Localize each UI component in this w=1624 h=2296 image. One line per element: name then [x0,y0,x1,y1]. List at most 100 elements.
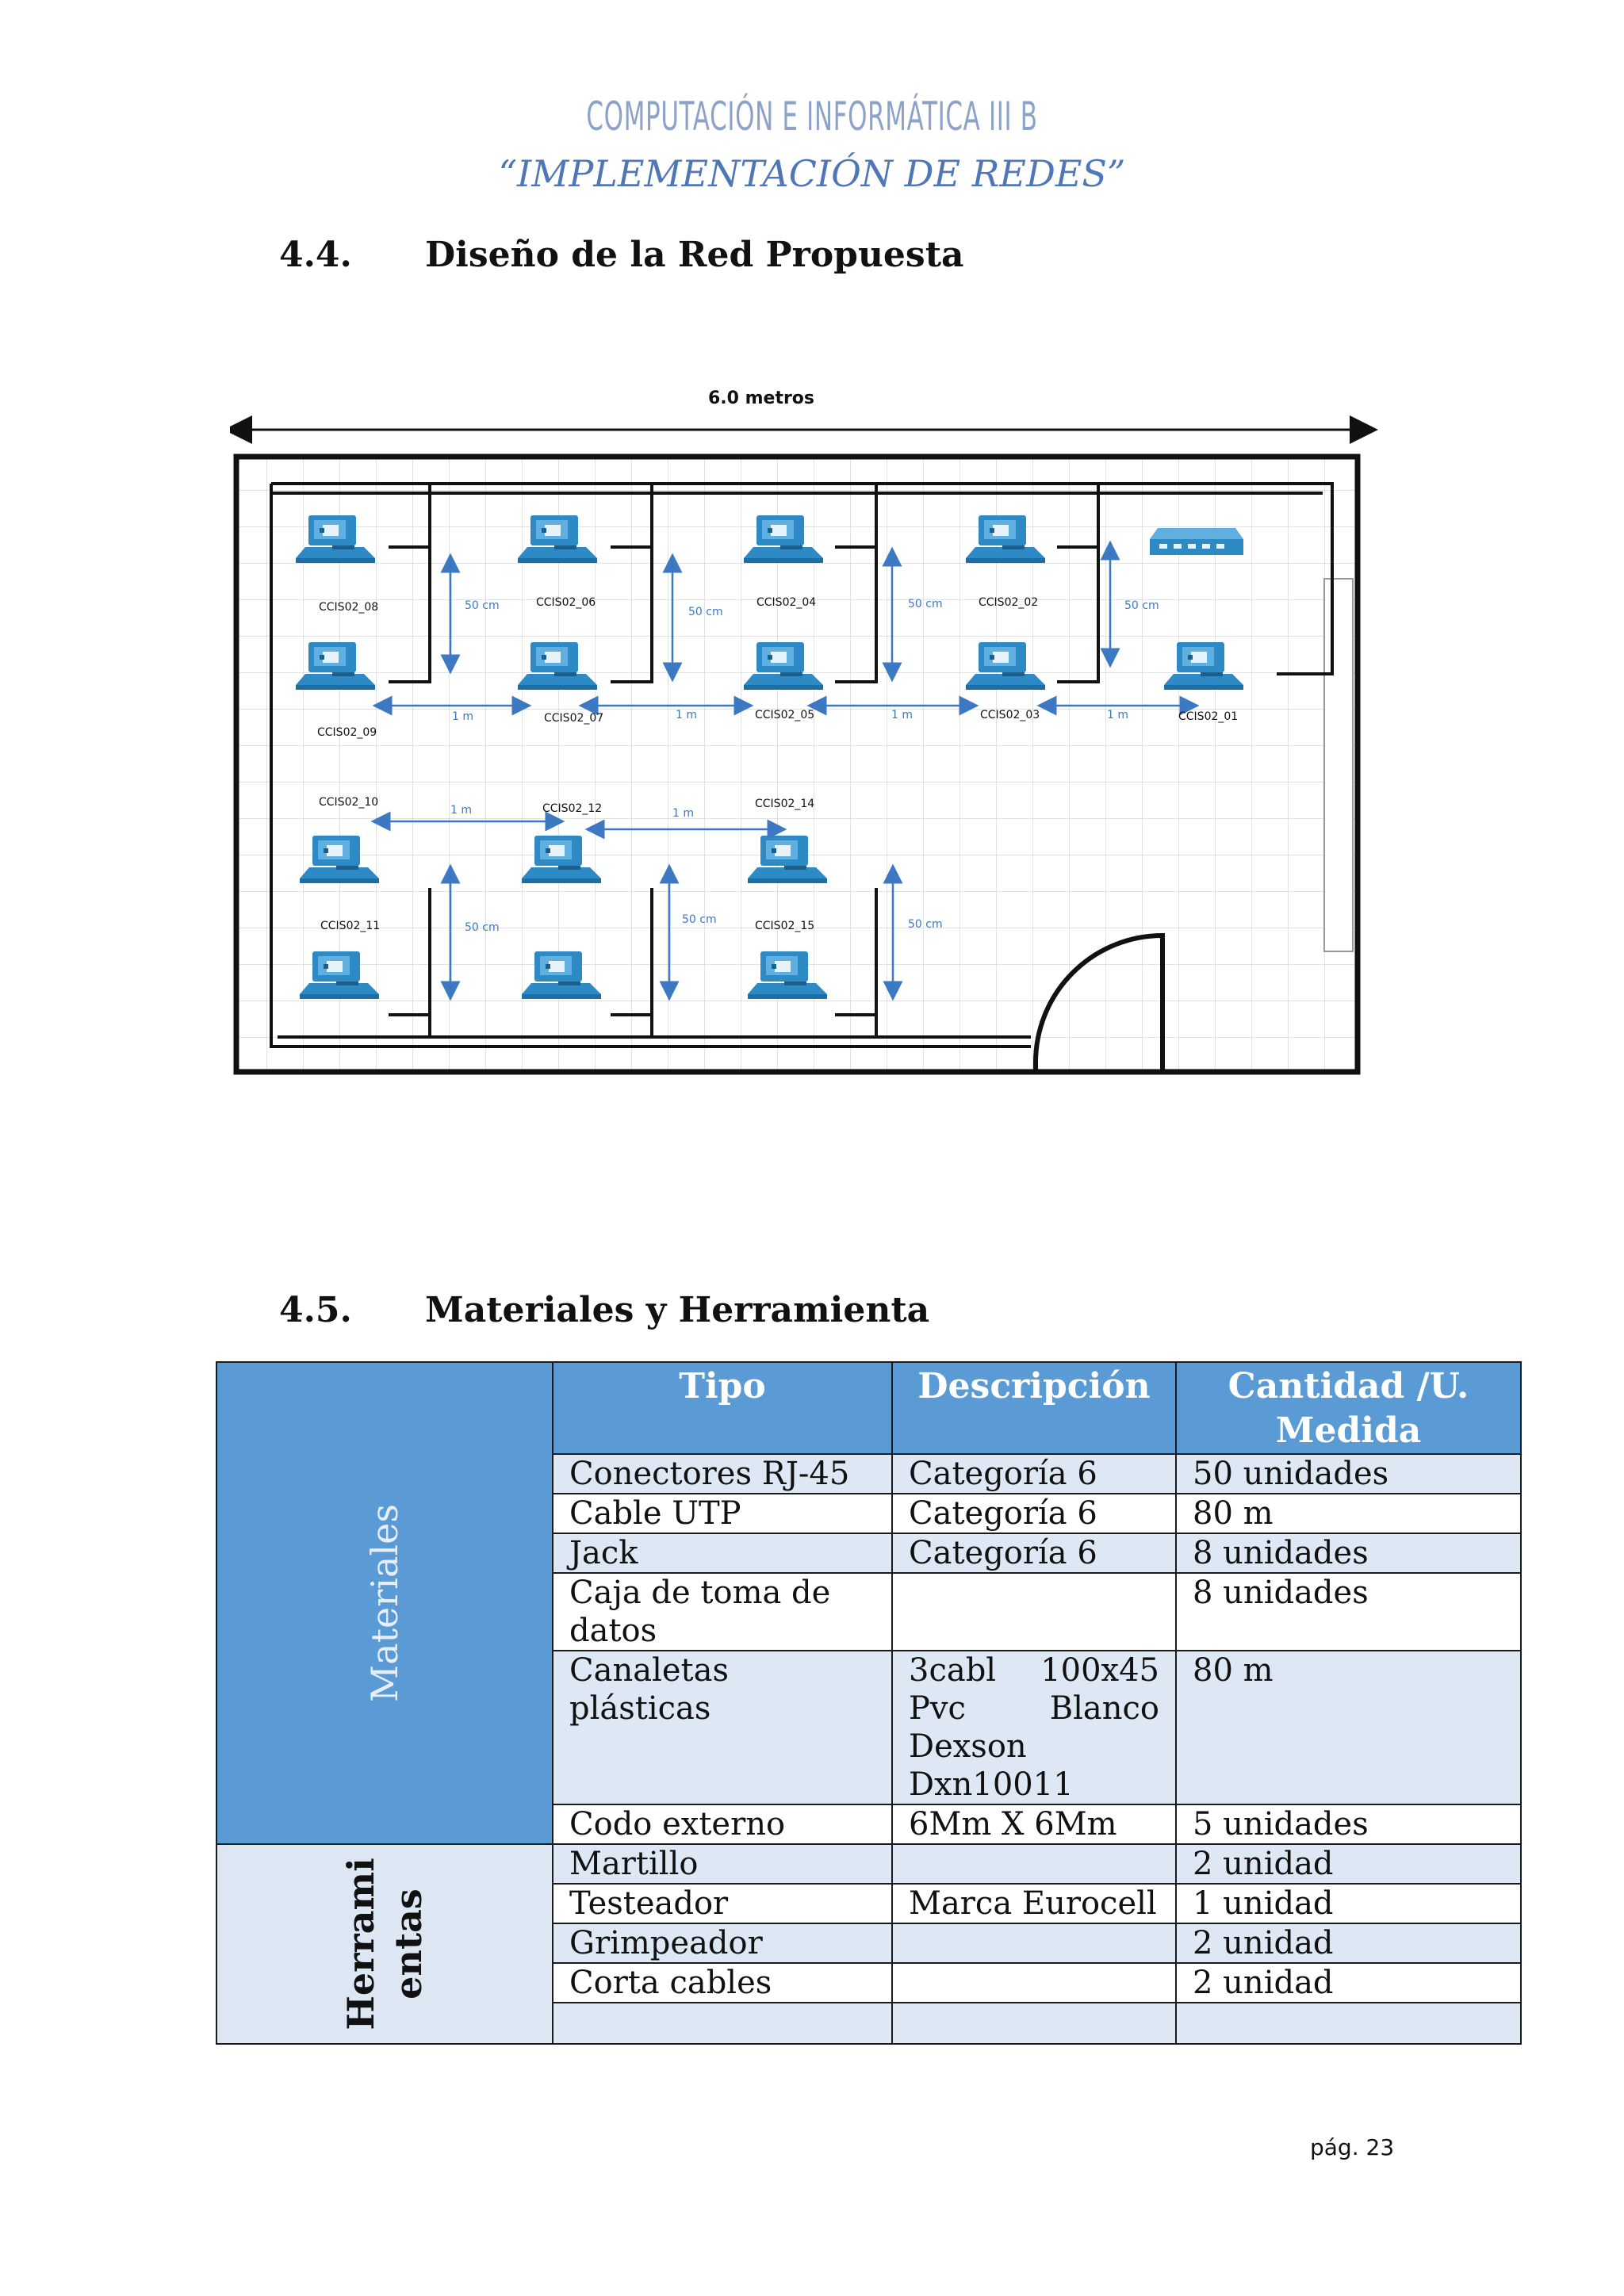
cell-tipo: Codo externo [552,1804,893,1845]
group-label-materiales: Materiales [363,1504,406,1702]
cell-descripcion: Categoría 6 [891,1533,1177,1574]
dim-label-1m: 1 m [450,804,472,817]
materials-table: Materiales Tipo Descripción Cantidad /U.… [216,1361,1522,2045]
cell-descripcion [891,1843,1177,1885]
table-row: Corta cables 2 unidad [216,1962,1522,2003]
cell-tipo: Canaletas plásticas [552,1650,893,1805]
cell-tipo: Testeador [552,1883,893,1924]
cell-descripcion [891,1962,1177,2003]
table-row: Cable UTP Categoría 6 80 m [216,1493,1522,1534]
table-row [216,2002,1522,2045]
group-cell-herramientas: Herrami entas [216,1843,553,2045]
section-title: Diseño de la Red Propuesta [425,235,964,275]
cell-tipo: Caja de toma de datos [552,1572,893,1651]
cell-descripcion [891,1923,1177,1964]
cell-cantidad: 2 unidad [1175,1923,1522,1964]
network-floor-plan: 6.0 metros [230,388,1378,1075]
cell-cantidad: 80 m [1175,1650,1522,1805]
cell-descripcion: Categoría 6 [891,1493,1177,1534]
column-header: Descripción [891,1361,1177,1455]
group-label-herramientas: Herrami entas [337,1858,432,2030]
page-number: pág. 23 [1310,2134,1395,2160]
cell-cantidad: 2 unidad [1175,1962,1522,2003]
section-title: Materiales y Herramienta [425,1290,930,1330]
pc-label: CCIS02_02 [979,596,1038,609]
document-header-course: COMPUTACIÓN E INFORMÁTICA III B [586,94,1038,140]
dimension-arrows [370,540,1200,1001]
dim-label-1m: 1 m [452,710,473,723]
section-heading-4-5: 4.5. Materiales y Herramienta [279,1290,929,1330]
group-label-line: Herrami [339,1858,382,2030]
pc-label: CCIS02_03 [980,709,1040,721]
cell-cantidad: 8 unidades [1175,1572,1522,1651]
room-walls [233,453,1361,1075]
pc-label: CCIS02_09 [317,726,377,739]
table-row: Jack Categoría 6 8 unidades [216,1533,1522,1574]
cell-cantidad: 2 unidad [1175,1843,1522,1885]
group-label-line: entas [387,1888,430,1999]
cell-cantidad: 50 unidades [1175,1453,1522,1494]
cell-descripcion: Marca Eurocell [891,1883,1177,1924]
table-row: Canaletas plásticas 3cabl 100x45 Pvc Bla… [216,1650,1522,1805]
dim-label-50cm: 50 cm [688,606,723,618]
switch-icon [1150,528,1243,555]
table-row: Codo externo 6Mm X 6Mm 5 unidades [216,1804,1522,1845]
cell-tipo: Martillo [552,1843,893,1885]
window [1323,578,1354,952]
cell-descripcion [891,2002,1177,2045]
dim-label-50cm: 50 cm [908,918,943,931]
table-row: Caja de toma de datos 8 unidades [216,1572,1522,1651]
dim-label-50cm: 50 cm [908,598,943,610]
pc-label: CCIS02_15 [755,920,814,932]
pc-label: CCIS02_08 [319,601,378,614]
pc-label: CCIS02_06 [536,596,596,609]
table-row: Testeador Marca Eurocell 1 unidad [216,1883,1522,1924]
cell-tipo: Cable UTP [552,1493,893,1534]
cell-tipo: Jack [552,1533,893,1574]
dim-label-1m: 1 m [891,709,913,721]
group-cell-materiales: Materiales [216,1361,553,1845]
table-header-row: Materiales Tipo Descripción Cantidad /U.… [216,1361,1522,1845]
table-row: Herrami entas Martillo 2 unidad [216,1843,1522,2045]
dim-label-1m: 1 m [676,709,697,721]
cell-tipo [552,2002,893,2045]
cell-cantidad: 80 m [1175,1493,1522,1534]
door [1033,932,1165,1072]
cell-cantidad [1175,2002,1522,2045]
cell-descripcion: Categoría 6 [891,1453,1177,1494]
pc-labels: CCIS02_08 CCIS02_06 CCIS02_04 CCIS02_02 … [317,596,1238,932]
pc-label: CCIS02_11 [320,920,380,932]
pc-label: CCIS02_01 [1178,710,1238,723]
pc-label: CCIS02_14 [755,798,814,810]
table-row: Conectores RJ-45 Categoría 6 50 unidades [216,1453,1522,1494]
dimension-labels: 50 cm 50 cm 50 cm 50 cm 50 cm 50 cm 50 c… [450,598,1159,934]
section-number: 4.4. [279,235,352,275]
dim-label-50cm: 50 cm [465,921,500,934]
cell-tipo: Grimpeador [552,1923,893,1964]
dim-label-1m: 1 m [1107,709,1128,721]
dim-label-50cm: 50 cm [682,913,717,926]
cell-cantidad: 5 unidades [1175,1804,1522,1845]
table-row: Grimpeador 2 unidad [216,1923,1522,1964]
cell-cantidad: 1 unidad [1175,1883,1522,1924]
column-header: Tipo [552,1361,893,1455]
document-header-subtitle: “IMPLEMENTACIÓN DE REDES” [498,152,1126,195]
pc-label: CCIS02_10 [319,796,378,809]
column-header: Cantidad /U. Medida [1175,1361,1522,1455]
cell-descripcion [891,1572,1177,1651]
dim-label-50cm: 50 cm [1124,599,1159,612]
dim-label-50cm: 50 cm [465,599,500,612]
pc-label: CCIS02_04 [756,596,816,609]
room-width-label: 6.0 metros [708,388,814,408]
cell-descripcion: 6Mm X 6Mm [891,1804,1177,1845]
cell-tipo: Corta cables [552,1962,893,2003]
section-heading-4-4: 4.4. Diseño de la Red Propuesta [279,235,964,275]
pc-label: CCIS02_12 [542,802,602,815]
cell-descripcion: 3cabl 100x45 Pvc Blanco Dexson Dxn10011 [891,1650,1177,1805]
pc-label: CCIS02_07 [544,712,603,725]
cell-cantidad: 8 unidades [1175,1533,1522,1574]
cell-tipo: Conectores RJ-45 [552,1453,893,1494]
cable-duct [270,482,1334,1048]
section-number: 4.5. [279,1290,352,1330]
pc-label: CCIS02_05 [755,709,814,721]
